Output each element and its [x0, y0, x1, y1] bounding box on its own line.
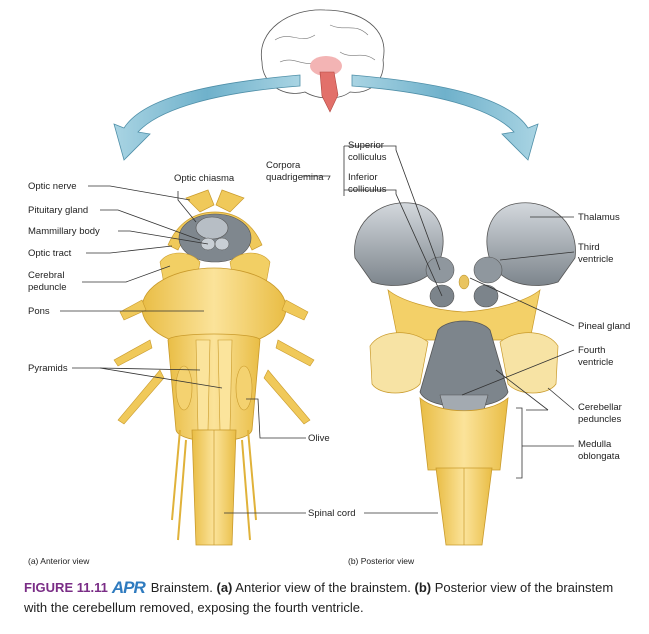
label-optic-tract: Optic tract [28, 248, 72, 259]
label-mammillary-body: Mammillary body [28, 226, 100, 237]
label-pituitary-gland: Pituitary gland [28, 205, 88, 216]
label-optic-nerve: Optic nerve [28, 181, 77, 192]
label-inferior-colliculus-line2: colliculus [348, 184, 387, 195]
label-corpora-quadrigemina-line2: quadrigemina [266, 172, 324, 183]
label-fourth-ventricle-line2: ventricle [578, 357, 613, 368]
orientation-arrows [113, 74, 539, 161]
label-cerebral-peduncle-line1: Cerebral [28, 270, 64, 281]
label-pyramids: Pyramids [28, 363, 68, 374]
brain-orientation-icon [260, 9, 385, 113]
label-superior-colliculus-line2: colliculus [348, 152, 387, 163]
label-third-ventricle-line2: ventricle [578, 254, 613, 265]
label-cerebral-peduncle-line2: peduncle [28, 282, 67, 293]
part-a-text: Anterior view of the brainstem. [235, 580, 411, 595]
label-spinal-cord: Spinal cord [308, 508, 356, 519]
panel-b-caption: (b) Posterior view [348, 556, 415, 566]
leader-lines [60, 145, 575, 514]
label-pineal-gland: Pineal gland [578, 321, 630, 332]
figure-title: Brainstem. [150, 580, 213, 595]
label-optic-chiasma: Optic chiasma [174, 173, 235, 184]
label-corpora-quadrigemina-line1: Corpora [266, 160, 301, 171]
part-b-text: Posterior view of the brainstem with the… [24, 580, 614, 615]
label-thalamus: Thalamus [578, 212, 620, 223]
label-medulla-oblongata-line2: oblongata [578, 451, 620, 462]
label-fourth-ventricle-line1: Fourth [578, 345, 605, 356]
label-medulla-oblongata-line1: Medulla [578, 439, 612, 450]
panel-a-caption: (a) Anterior view [28, 556, 90, 566]
label-cerebellar-peduncles-line1: Cerebellar [578, 402, 622, 413]
label-olive: Olive [308, 433, 330, 444]
apr-badge-icon: APR [111, 578, 146, 597]
label-third-ventricle-line1: Third [578, 242, 600, 253]
label-pons: Pons [28, 306, 50, 317]
part-b-marker: (b) [414, 580, 432, 595]
posterior-brainstem-illustration [354, 202, 576, 546]
label-cerebellar-peduncles-line2: peduncles [578, 414, 622, 425]
label-inferior-colliculus-line1: Inferior [348, 172, 378, 183]
label-superior-colliculus-line1: Superior [348, 140, 384, 151]
anterior-brainstem-illustration [113, 189, 315, 546]
figure-number: FIGURE 11.11 [24, 580, 108, 595]
part-a-marker: (a) [216, 580, 233, 595]
